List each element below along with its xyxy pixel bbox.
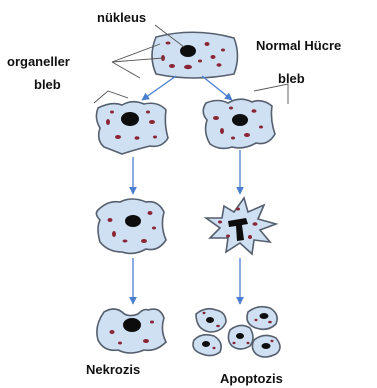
label-organelles: organeller bbox=[7, 54, 70, 69]
necrosis-stage-2-cell bbox=[96, 199, 166, 253]
arrow-normal-to-apoptosis bbox=[202, 76, 232, 100]
apoptotic-bodies bbox=[193, 307, 280, 357]
apoptosis-stage-2-cell bbox=[206, 198, 276, 254]
label-nucleus: nükleus bbox=[97, 10, 146, 25]
apoptotic-body-5 bbox=[252, 335, 280, 357]
normal-nucleus bbox=[180, 45, 196, 57]
apoptotic-body-2 bbox=[247, 307, 277, 330]
apoptotic-body-4 bbox=[193, 335, 221, 356]
organelle-leader-3 bbox=[112, 62, 140, 78]
label-normal-cell: Normal Hücre bbox=[256, 38, 341, 53]
label-necrosis: Nekrozis bbox=[86, 362, 140, 377]
label-bleb-left: bleb bbox=[34, 77, 61, 92]
bleb-left-leader bbox=[94, 91, 128, 103]
apoptotic-body-1 bbox=[196, 309, 226, 332]
apoptosis-stage-1-cell bbox=[203, 99, 275, 148]
arrow-normal-to-necrosis bbox=[142, 76, 176, 100]
label-apoptosis: Apoptozis bbox=[220, 371, 283, 386]
apoptotic-body-3 bbox=[228, 325, 253, 349]
label-bleb-right: bleb bbox=[278, 71, 305, 86]
necrosis-stage-3-cell bbox=[97, 309, 166, 353]
necrosis-stage-1-cell bbox=[96, 102, 168, 154]
normal-cell bbox=[152, 32, 238, 78]
